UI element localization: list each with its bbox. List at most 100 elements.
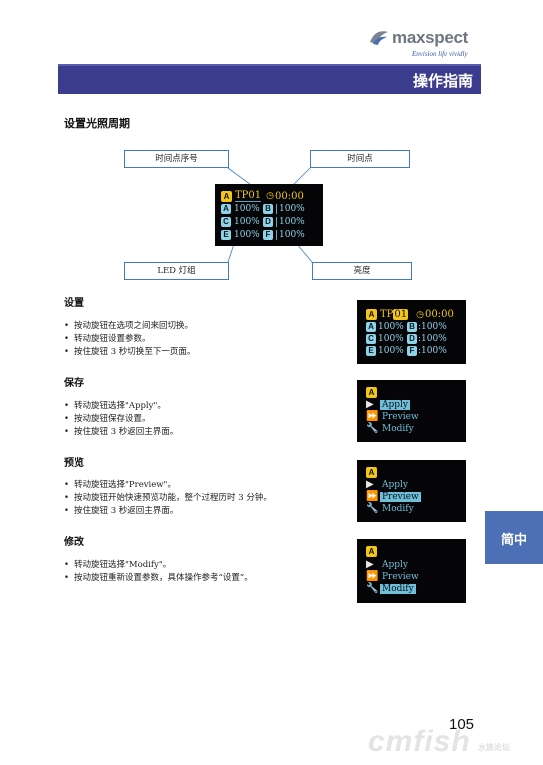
channel-badge: D	[407, 334, 417, 344]
menu-item-label: Preview	[382, 571, 419, 582]
channel-badge: E	[366, 346, 376, 356]
modify-bullet-list: 转动旋钮选择"Modify"。 按动旋钮重新设置参数，具体操作参考“设置”。	[64, 559, 253, 585]
tp-label: TP01	[235, 190, 262, 202]
watermark: cmfish	[368, 725, 471, 758]
channel-badge: B	[263, 204, 273, 214]
section-title: 设置光照周期	[64, 117, 130, 130]
menu-item-label: Apply	[382, 559, 408, 570]
menu-item-apply[interactable]: ▶ Apply	[366, 559, 410, 570]
menu-item-label: Apply	[380, 399, 410, 410]
wrench-icon: 🔧	[366, 503, 379, 514]
list-item: 按动旋钮开始快速预览功能，整个过程历时 3 分钟。	[64, 492, 272, 505]
menu-item-label: Preview	[380, 491, 421, 502]
channel-row: E 100% F :100%	[366, 346, 447, 356]
channel-badge: B	[407, 322, 417, 332]
list-item: 转动旋钮选择"Preview"。	[64, 479, 272, 492]
mode-badge: A	[366, 309, 377, 320]
logo-brand: maxspect	[392, 28, 469, 47]
list-item: 按住旋钮 3 秒切换至下一页面。	[64, 346, 195, 359]
preview-bullet-list: 转动旋钮选择"Preview"。 按动旋钮开始快速预览功能，整个过程历时 3 分…	[64, 479, 272, 518]
wrench-icon: 🔧	[366, 583, 379, 594]
channel-badge: D	[263, 217, 273, 227]
channel-row: A 100% B :100%	[366, 322, 447, 332]
block-title-settings: 设置	[64, 298, 84, 309]
channel-badge: F	[263, 230, 273, 240]
language-tab-label: 简中	[501, 533, 528, 548]
channel-row: A 100% B 100%	[221, 204, 305, 214]
callout-brightness: 亮度	[312, 262, 412, 280]
block-title-preview: 预览	[64, 458, 84, 469]
channel-value: 100%	[378, 346, 404, 356]
channel-badge: A	[221, 204, 231, 214]
oled-main-screen: A TP01 ◷ 00:00 A 100% B 100% C 100% D 10…	[215, 184, 323, 246]
block-title-modify: 修改	[64, 537, 84, 548]
menu-item-label: Modify	[382, 503, 414, 514]
channel-value: :100%	[418, 346, 447, 356]
callout-tp-index: 时间点序号	[124, 150, 229, 168]
list-item: 转动旋钮选择"Modify"。	[64, 559, 253, 572]
menu-item-preview[interactable]: ⏩ Preview	[366, 411, 421, 422]
menu-item-apply[interactable]: ▶ Apply	[366, 479, 410, 490]
time-label: 00:00	[425, 309, 454, 320]
wrench-icon: 🔧	[366, 423, 379, 434]
menu-item-label: Modify	[382, 423, 414, 434]
channel-badge: F	[407, 346, 417, 356]
tp-number-selected: 01	[393, 309, 409, 320]
mode-badge: A	[366, 467, 377, 478]
language-tab[interactable]: 简中	[485, 511, 543, 564]
fast-forward-icon: ⏩	[366, 411, 379, 422]
mode-badge: A	[366, 546, 377, 557]
clock-icon: ◷	[416, 309, 424, 320]
callout-time-point: 时间点	[310, 150, 410, 168]
list-item: 按住旋钮 3 秒返回主界面。	[64, 505, 272, 518]
play-icon: ▶	[366, 399, 374, 410]
channel-row: E 100% F 100%	[221, 230, 305, 240]
play-icon: ▶	[366, 479, 374, 490]
menu-item-modify[interactable]: 🔧 Modify	[366, 423, 416, 434]
block-title-save: 保存	[64, 378, 84, 389]
channel-value: :100%	[418, 334, 447, 344]
fast-forward-icon: ⏩	[366, 571, 379, 582]
logo-tagline: Envision life vividly	[412, 50, 468, 58]
header-bar: 操作指南	[58, 64, 481, 94]
clock-icon: ◷	[266, 191, 274, 201]
fast-forward-icon: ⏩	[366, 491, 379, 502]
menu-item-modify[interactable]: 🔧 Modify	[366, 503, 416, 514]
mode-badge: A	[221, 190, 232, 202]
channel-value: 100%	[234, 204, 260, 214]
settings-bullet-list: 按动旋钮在选项之间来回切换。 转动旋钮设置参数。 按住旋钮 3 秒切换至下一页面…	[64, 320, 195, 359]
list-item: 按动旋钮保存设置。	[64, 413, 178, 426]
list-item: 按动旋钮在选项之间来回切换。	[64, 320, 195, 333]
channel-value: 100%	[378, 322, 404, 332]
channel-value: 100%	[378, 334, 404, 344]
channel-badge: A	[366, 322, 376, 332]
menu-item-label: Apply	[382, 479, 408, 490]
save-bullet-list: 转动旋钮选择"Apply"。 按动旋钮保存设置。 按住旋钮 3 秒返回主界面。	[64, 400, 178, 439]
list-item: 转动旋钮设置参数。	[64, 333, 195, 346]
header-title: 操作指南	[412, 72, 473, 90]
menu-item-preview[interactable]: ⏩ Preview	[366, 571, 421, 582]
oled-preview-menu-screen: A ▶ Apply ⏩ Preview 🔧 Modify	[357, 460, 466, 522]
oled-apply-menu-screen: A ▶ Apply ⏩ Preview 🔧 Modify	[357, 380, 466, 442]
tp-prefix: TP	[380, 309, 394, 320]
mode-badge: A	[366, 387, 377, 398]
channel-row: C 100% D 100%	[221, 217, 305, 227]
menu-item-modify[interactable]: 🔧 Modify	[366, 583, 416, 594]
menu-item-preview[interactable]: ⏩ Preview	[366, 491, 421, 502]
channel-value: 100%	[234, 217, 260, 227]
oled-modify-menu-screen: A ▶ Apply ⏩ Preview 🔧 Modify	[357, 539, 466, 603]
list-item: 按住旋钮 3 秒返回主界面。	[64, 426, 178, 439]
menu-item-label: Preview	[382, 411, 419, 422]
maxspect-logo: maxspect Envision life vividly	[368, 22, 488, 64]
menu-item-label: Modify	[380, 583, 416, 594]
channel-value: 100%	[276, 230, 305, 240]
time-label: 00:00	[274, 190, 304, 202]
menu-item-apply[interactable]: ▶ Apply	[366, 399, 410, 410]
channel-value: 100%	[276, 217, 305, 227]
wave-logo-icon	[370, 31, 388, 45]
channel-badge: C	[221, 217, 231, 227]
channel-row: C 100% D :100%	[366, 334, 447, 344]
list-item: 转动旋钮选择"Apply"。	[64, 400, 178, 413]
channel-value: 100%	[276, 204, 305, 214]
callout-led-group: LED 灯组	[124, 262, 229, 280]
